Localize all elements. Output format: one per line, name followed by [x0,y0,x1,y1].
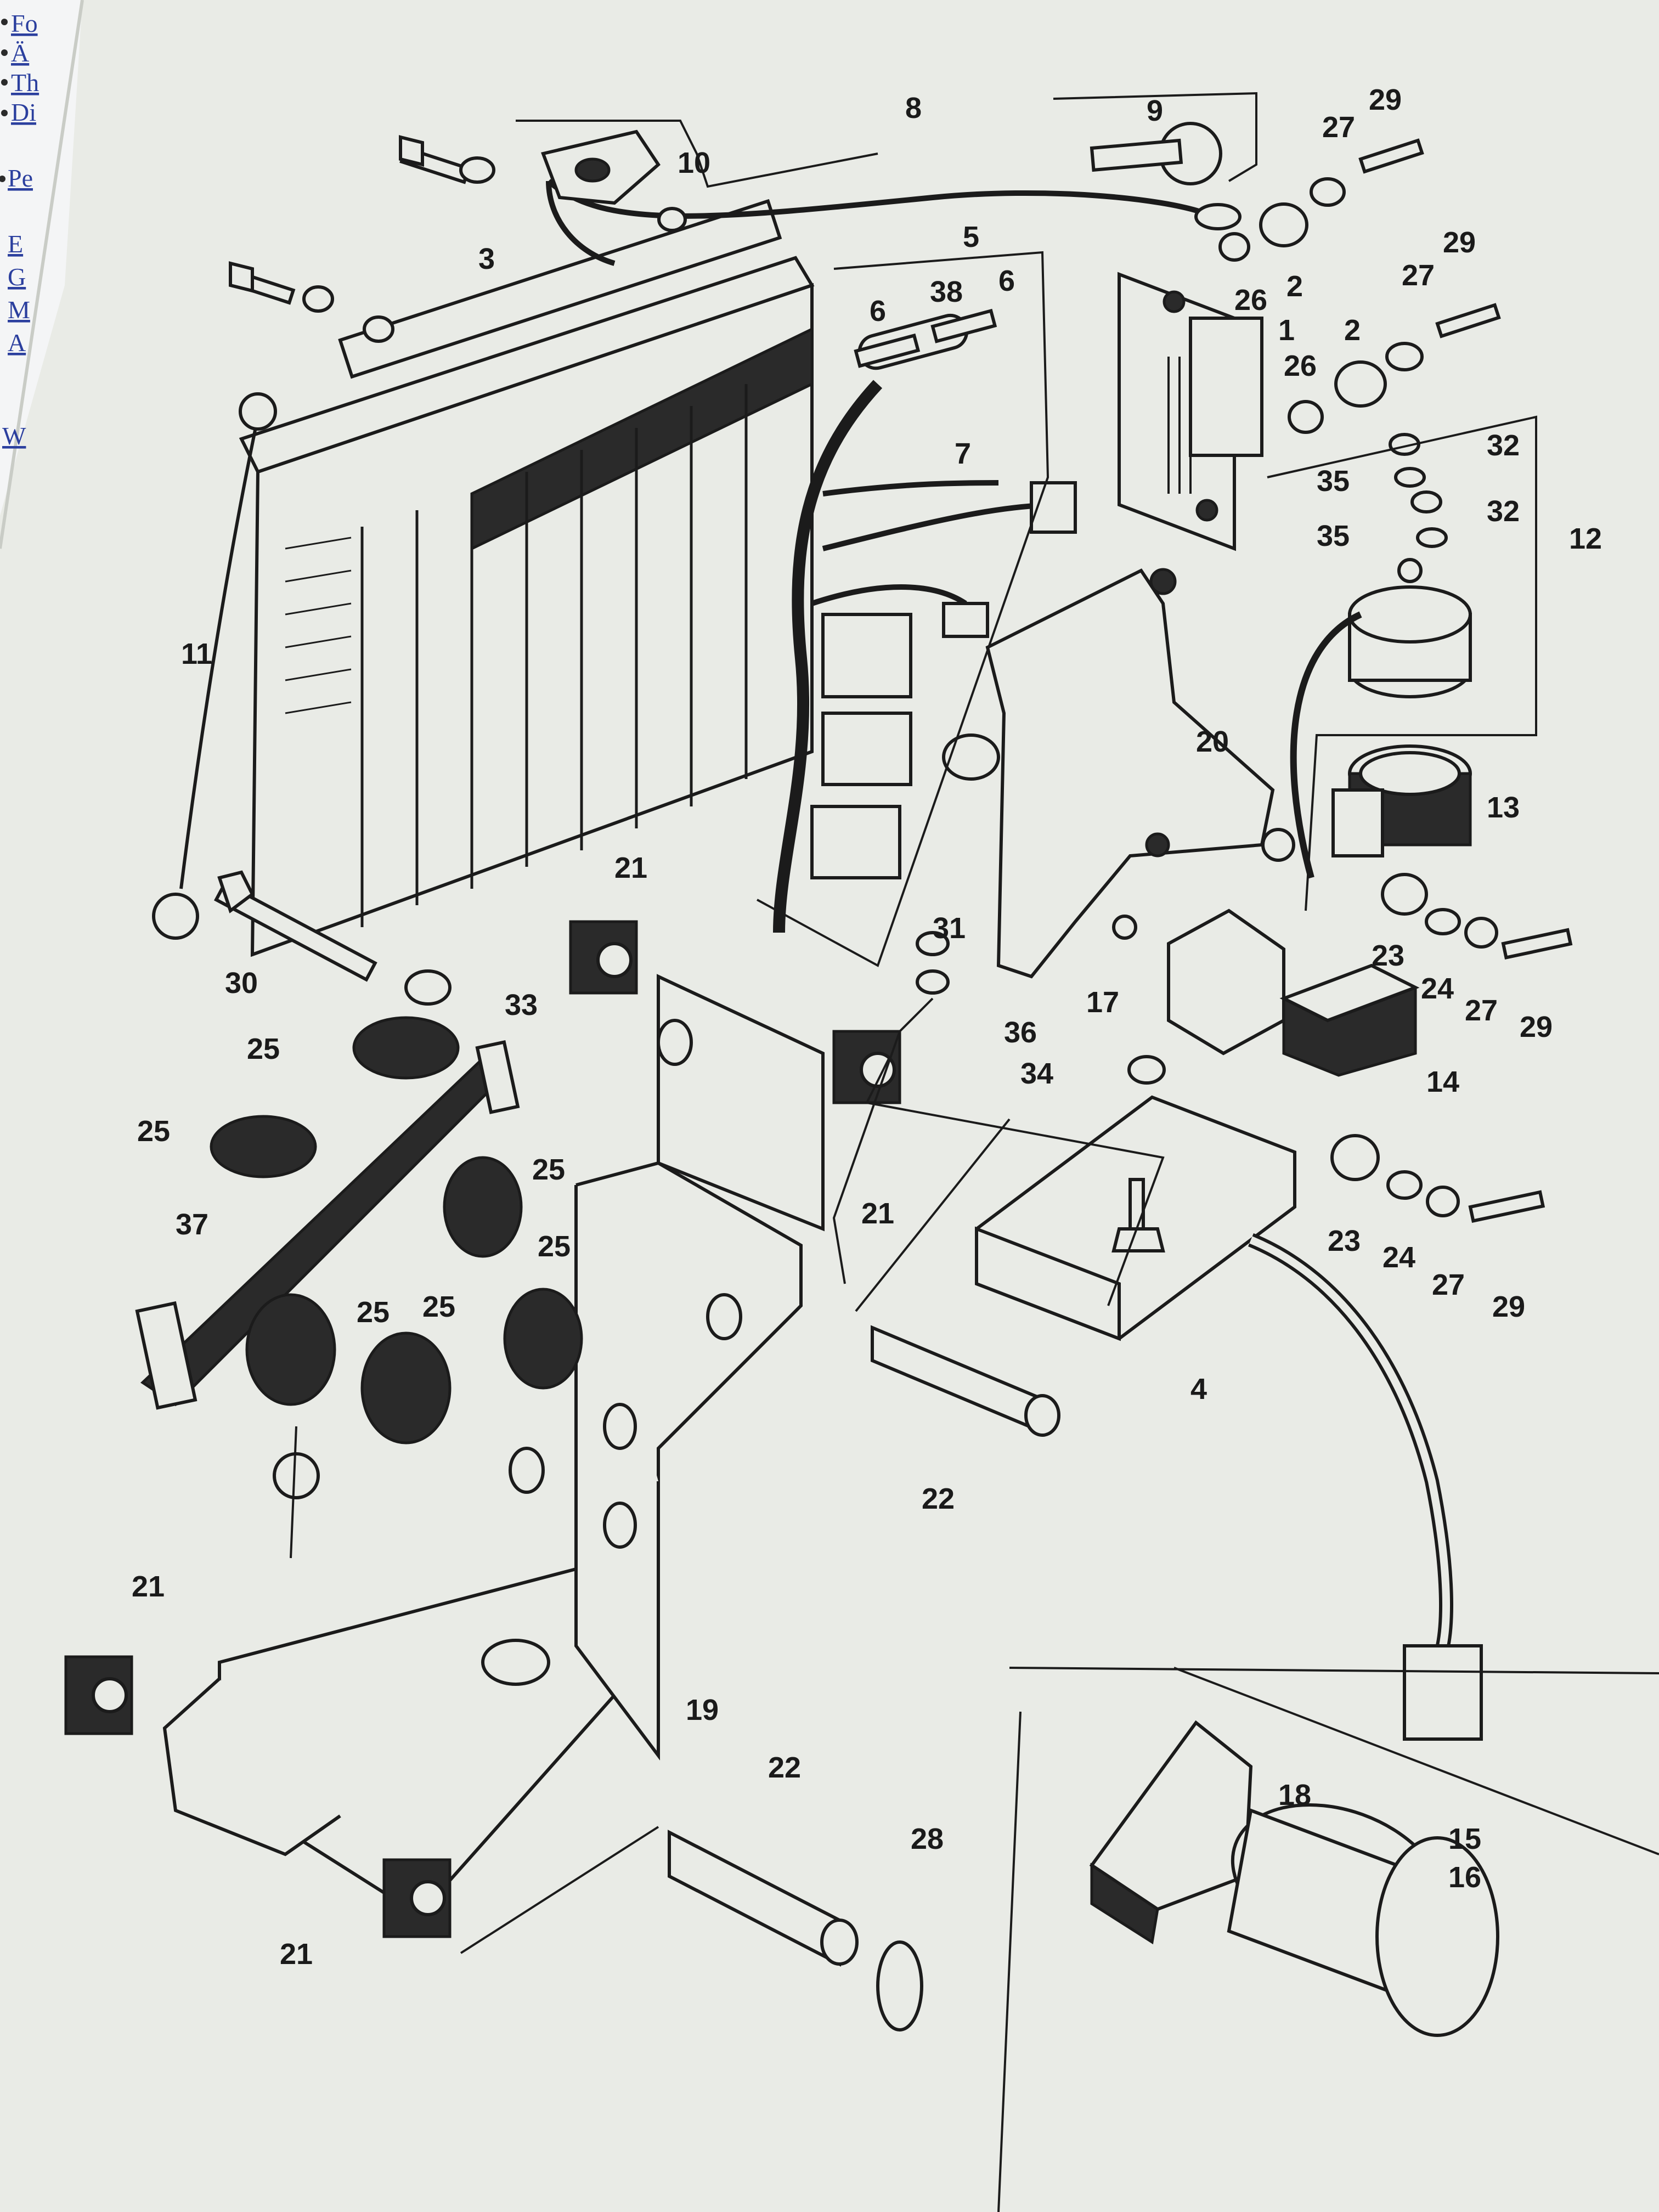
battery-cable-11 [152,392,277,940]
mounting-bracket-20 [942,568,1295,979]
battery-tray-19 [162,974,825,1894]
horn-15-16-18 [1089,1720,1499,2037]
callout-label: 27 [1402,259,1435,292]
edge-link[interactable]: Ä [11,39,29,67]
callout-label: 2 [1286,270,1303,303]
callout-label: 32 [1487,495,1520,528]
callout-label: 28 [911,1822,944,1855]
callout-label: 32 [1487,429,1520,462]
regulator-1 [1118,272,1263,551]
callout-label: 11 [181,637,212,670]
terminal-cap-9 [1090,122,1222,185]
callout-label: 25 [357,1296,390,1329]
callout-label: 35 [1317,465,1350,498]
leader-lines [290,92,1659,2212]
edge-link[interactable]: Fo [11,9,38,37]
edge-link[interactable]: W [2,422,26,450]
edge-link[interactable]: E [8,230,23,258]
callout-label: 14 [1426,1065,1459,1098]
callout-label: 7 [955,437,971,470]
callout-label: 23 [1372,939,1404,972]
callout-label: 8 [905,92,922,125]
callout-label: 38 [930,275,963,308]
callout-label: 17 [1086,986,1119,1019]
callout-label: 21 [861,1197,894,1230]
callout-label: 22 [768,1751,801,1784]
callout-label: 27 [1322,111,1355,144]
callout-label: 30 [225,967,258,1000]
bolts-top-left [229,135,687,343]
rubber-pads-25 [210,1016,583,1444]
callout-label: 29 [1492,1290,1525,1323]
edge-link[interactable]: M [8,296,30,324]
callout-label: 4 [1190,1373,1207,1406]
callout-label: 35 [1317,520,1350,552]
callout-label: 24 [1421,972,1454,1005]
callout-label: 36 [1004,1016,1037,1049]
starter-relay-12-13 [1290,558,1472,879]
callout-label: 25 [247,1032,280,1065]
callout-label: 16 [1448,1861,1481,1894]
strap-37 [135,1040,520,1410]
fuse-box-4 [975,1095,1483,1741]
callout-label: 25 [538,1230,571,1263]
edge-link[interactable]: G [8,263,26,291]
callout-label: 24 [1383,1241,1415,1274]
fuse-cover-17-14 [1167,909,1420,1077]
sheet-edge [0,0,84,549]
callout-label: 29 [1443,226,1476,259]
callout-label: 27 [1432,1268,1465,1301]
edge-link[interactable]: Di [11,98,36,126]
callout-label: 29 [1520,1011,1553,1043]
terminal-cover-10 [540,129,661,205]
edge-link[interactable]: Pe [8,164,33,192]
callout-label: 5 [963,221,979,253]
callout-label: 10 [678,146,710,179]
callout-label: 21 [132,1570,165,1603]
callout-label: 3 [478,242,495,275]
collars-22-28 [668,1325,1060,2032]
edge-link[interactable]: Th [11,69,39,97]
grommets-21 [64,920,901,1938]
left-edge-links: Fo Ä Th Di Pe E G M A W [2,9,39,450]
callout-label: 29 [1369,83,1402,116]
callout-label: 2 [1344,314,1361,347]
ground-cable-8 [546,179,1242,266]
callout-label: 20 [1196,725,1229,758]
callout-label: 1 [1278,314,1295,347]
callout-label: 23 [1328,1224,1361,1257]
callout-label: 25 [422,1290,455,1323]
callout-label: 6 [870,295,886,328]
bullet-dots [0,19,8,182]
callout-label: 37 [176,1208,208,1241]
callout-label: 13 [1487,791,1520,824]
callout-label: 6 [998,264,1015,297]
callout-label: 31 [933,912,966,945]
callout-label: 15 [1448,1822,1481,1855]
callout-label: 21 [280,1938,313,1971]
callout-label: 26 [1234,284,1267,317]
callout-label: 25 [137,1115,170,1148]
callout-label: 22 [922,1482,955,1515]
callout-label: 27 [1465,994,1498,1027]
edge-link[interactable]: A [8,329,26,357]
callout-label: 19 [686,1694,719,1726]
callout-label: 25 [532,1153,565,1186]
battery [239,199,815,957]
callout-label: 21 [614,851,647,884]
callout-label: 9 [1147,94,1163,127]
small-hardware-right [916,138,1573,1223]
callout-label: 26 [1284,349,1317,382]
callout-label: 12 [1569,522,1602,555]
bolt-30 [213,870,452,1006]
callout-label: 18 [1278,1779,1311,1812]
callout-label: 33 [505,989,538,1022]
callout-numbers: 29 9 8 27 10 3 5 29 26 2 27 6 38 6 1 26 … [132,83,1602,1971]
callout-label: 34 [1020,1057,1053,1090]
